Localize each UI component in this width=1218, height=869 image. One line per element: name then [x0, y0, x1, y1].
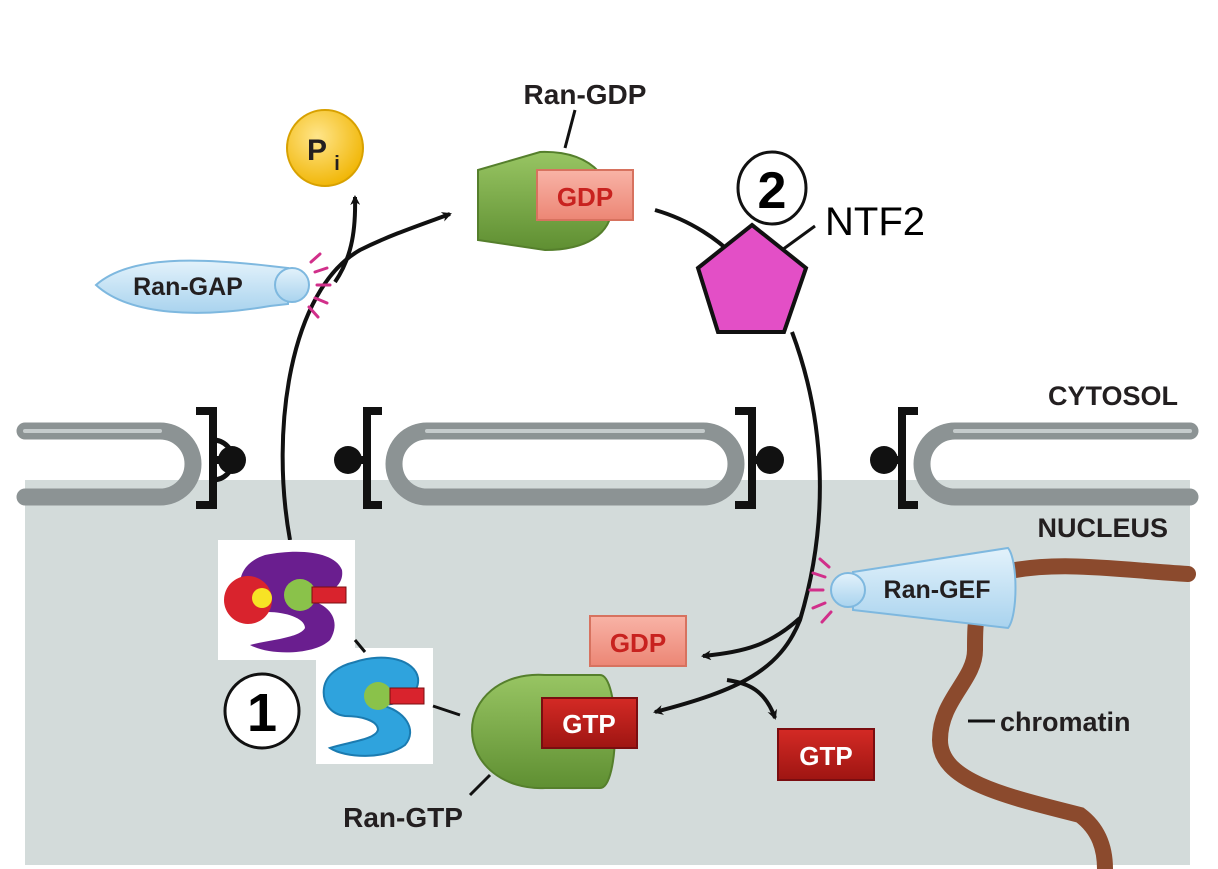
gdp-chip [536, 169, 634, 221]
ran-gef [808, 546, 1017, 630]
nuclear-pore-right-inner [735, 407, 784, 509]
chromatin-label: chromatin [1000, 707, 1131, 737]
step-marker-2-text: 2 [758, 162, 787, 220]
step-marker-1-text: 1 [247, 683, 277, 743]
ran-gtp-complex: GTP [468, 673, 638, 797]
ran-gtp-label: Ran-GTP [343, 802, 463, 833]
released-gdp-text: GDP [610, 628, 666, 658]
ran-gdp-complex: GDP [477, 109, 634, 252]
ran-gtp-chip-text: GTP [562, 709, 615, 739]
nucleus-region [25, 480, 1190, 865]
phosphate-pi: P i [286, 109, 364, 187]
importin-cargo-complex [218, 540, 355, 660]
ran-gap-label: Ran-GAP [133, 273, 243, 301]
ran-gap [94, 252, 332, 319]
ntf2-pentagon [695, 222, 809, 334]
chromatin-strand [931, 558, 1196, 869]
nucleus-label: NUCLEUS [1037, 513, 1168, 543]
pi-sub-text: i [334, 153, 340, 175]
nuclear-pore-left [196, 407, 246, 509]
importin-ran-complex [316, 648, 433, 764]
ran-gdp-chip-text: GDP [557, 182, 613, 212]
cycle-arrows [280, 195, 822, 720]
pi-main-text: P [307, 134, 327, 167]
nuclear-envelope [16, 422, 1199, 506]
free-gtp: GTP [777, 728, 875, 781]
free-gtp-text: GTP [799, 741, 852, 771]
released-gdp: GDP [589, 615, 687, 667]
gtp-chip [541, 697, 638, 749]
step-marker-1: 1 [223, 672, 301, 750]
ran-gef-label: Ran-GEF [884, 576, 991, 604]
step-marker-2: 2 [736, 150, 808, 226]
ran-gdp-label: Ran-GDP [524, 79, 647, 110]
cytosol-label: CYTOSOL [1048, 381, 1178, 411]
nuclear-pore-left-inner [334, 407, 382, 509]
nuclear-pore-right [870, 407, 918, 509]
ntf2-label: NTF2 [825, 200, 925, 244]
